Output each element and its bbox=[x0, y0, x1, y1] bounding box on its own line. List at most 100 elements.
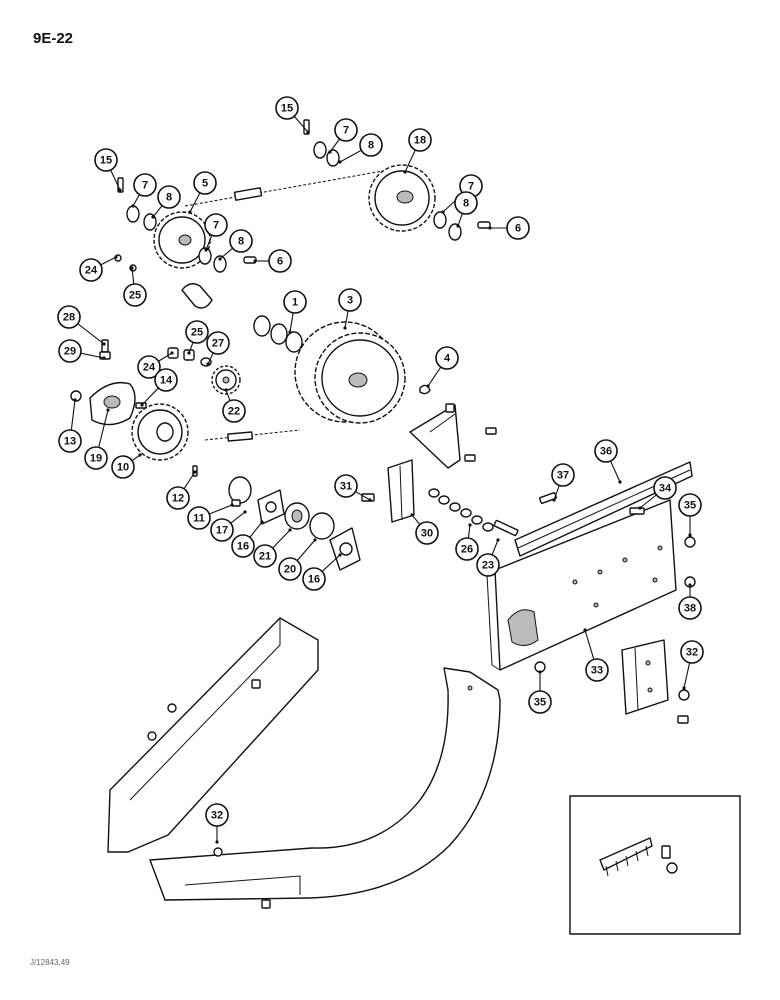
callout-arrowhead bbox=[131, 204, 135, 208]
callout-arrowhead bbox=[403, 170, 407, 174]
callout-leader bbox=[98, 409, 109, 448]
callout-5: 5 bbox=[188, 171, 217, 214]
callout-leader bbox=[355, 491, 371, 501]
callout-arrowhead bbox=[488, 226, 492, 230]
callout-arrowhead bbox=[688, 533, 692, 537]
callout-circle bbox=[528, 690, 552, 714]
callout-number: 5 bbox=[202, 178, 208, 190]
callout-circle bbox=[585, 658, 609, 682]
callout-28: 28 bbox=[57, 305, 106, 346]
callout-6: 6 bbox=[253, 249, 292, 273]
mount-bracket-upper bbox=[409, 403, 497, 469]
callout-arrowhead bbox=[260, 520, 264, 524]
callout-arrowhead bbox=[288, 528, 292, 532]
callout-circle bbox=[408, 128, 432, 152]
callout-leader bbox=[427, 366, 442, 387]
callout-7: 7 bbox=[131, 173, 157, 208]
callout-arrowhead bbox=[187, 351, 191, 355]
callout-circle bbox=[455, 537, 479, 561]
callout-number: 16 bbox=[308, 574, 320, 586]
callout-number: 27 bbox=[212, 338, 224, 350]
callout-32: 32 bbox=[205, 803, 229, 844]
callout-arrowhead bbox=[170, 351, 174, 355]
callout-leader bbox=[321, 554, 341, 572]
callout-circle bbox=[476, 553, 500, 577]
callout-number: 23 bbox=[482, 560, 494, 572]
callout-number: 35 bbox=[684, 500, 696, 512]
callout-arrowhead bbox=[106, 408, 110, 412]
callout-circle bbox=[283, 290, 307, 314]
callout-circle bbox=[338, 288, 362, 312]
callout-leader bbox=[132, 194, 141, 207]
callout-arrowhead bbox=[73, 398, 77, 402]
callout-number: 30 bbox=[421, 528, 433, 540]
callout-number: 21 bbox=[259, 551, 271, 563]
callout-circle bbox=[222, 399, 246, 423]
callout-leader bbox=[183, 471, 196, 490]
callout-arrowhead bbox=[118, 188, 122, 192]
callout-35: 35 bbox=[528, 670, 552, 714]
callout-leader bbox=[100, 256, 117, 266]
callout-leader bbox=[131, 454, 141, 462]
callout-circle bbox=[435, 346, 459, 370]
callout-circle bbox=[253, 544, 277, 568]
callout-arrowhead bbox=[552, 498, 556, 502]
callout-arrowhead bbox=[288, 330, 292, 334]
callout-10: 10 bbox=[111, 453, 142, 479]
callout-number: 22 bbox=[228, 406, 240, 418]
callout-circle bbox=[334, 118, 358, 142]
callout-leader bbox=[296, 539, 316, 562]
callout-1: 1 bbox=[283, 290, 307, 334]
callout-circle bbox=[653, 476, 677, 500]
callout-circle bbox=[275, 96, 299, 120]
callout-leader bbox=[110, 169, 121, 191]
callout-arrowhead bbox=[193, 470, 197, 474]
callout-leader bbox=[207, 352, 214, 365]
callout-leader bbox=[141, 387, 159, 406]
callout-number: 25 bbox=[191, 327, 203, 339]
callout-number: 1 bbox=[292, 297, 298, 309]
callout-number: 25 bbox=[129, 290, 141, 302]
callout-leader bbox=[188, 342, 194, 354]
callout-number: 4 bbox=[444, 353, 451, 365]
callout-circle bbox=[334, 474, 358, 498]
callout-arrowhead bbox=[206, 362, 210, 366]
callout-number: 8 bbox=[368, 140, 374, 152]
callout-circle bbox=[454, 191, 478, 215]
callout-number: 13 bbox=[64, 436, 76, 448]
sprocket-18 bbox=[368, 164, 436, 232]
callout-37: 37 bbox=[551, 463, 575, 502]
sprocket-5 bbox=[114, 177, 257, 273]
fasteners-13-14-28-29-12 bbox=[70, 339, 198, 477]
callout-arrowhead bbox=[230, 503, 234, 507]
callout-circle bbox=[551, 463, 575, 487]
callout-36: 36 bbox=[594, 439, 622, 484]
side-bracket-right bbox=[621, 639, 669, 715]
bracket-30 bbox=[361, 459, 415, 523]
callout-circle bbox=[185, 320, 209, 344]
callout-circle bbox=[359, 133, 383, 157]
callout-leader bbox=[152, 205, 163, 218]
callout-31: 31 bbox=[334, 474, 372, 502]
callout-arrowhead bbox=[114, 255, 118, 259]
callout-21: 21 bbox=[253, 528, 292, 568]
page-header: 9E-22 bbox=[33, 30, 74, 47]
callout-arrowhead bbox=[410, 513, 414, 517]
callout-leader bbox=[610, 460, 621, 483]
callout-circle bbox=[204, 213, 228, 237]
callout-number: 18 bbox=[414, 135, 426, 147]
callout-25: 25 bbox=[123, 266, 147, 307]
callout-arrowhead bbox=[496, 538, 500, 542]
callout-number: 6 bbox=[515, 223, 521, 235]
drive-chain-upper bbox=[184, 167, 401, 207]
callout-18: 18 bbox=[403, 128, 432, 174]
callout-arrowhead bbox=[224, 388, 228, 392]
callout-leader bbox=[189, 192, 201, 213]
callout-leader bbox=[411, 514, 421, 525]
callout-arrowhead bbox=[328, 150, 332, 154]
callout-circle bbox=[678, 493, 702, 517]
callout-number: 7 bbox=[142, 180, 148, 192]
callout-20: 20 bbox=[278, 538, 317, 581]
callout-leader bbox=[225, 389, 231, 401]
callout-13: 13 bbox=[58, 398, 82, 453]
